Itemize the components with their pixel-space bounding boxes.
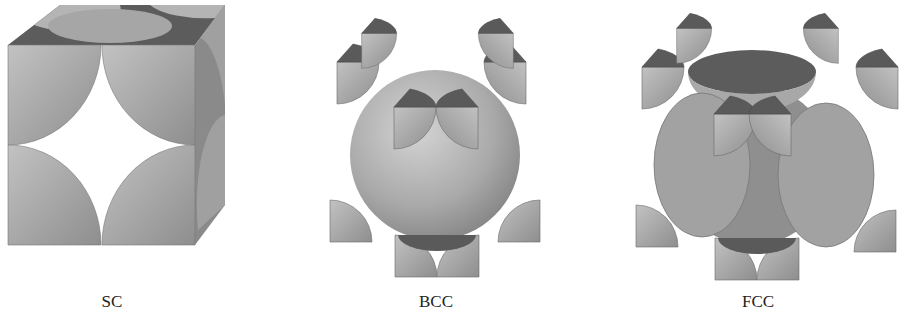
fcc-cell — [636, 13, 898, 280]
structure-label: BCC — [419, 292, 453, 312]
sc-cell — [8, 5, 225, 245]
structure-label: SC — [102, 292, 123, 312]
bcc-cell — [330, 18, 540, 277]
structure-label: FCC — [742, 292, 774, 312]
